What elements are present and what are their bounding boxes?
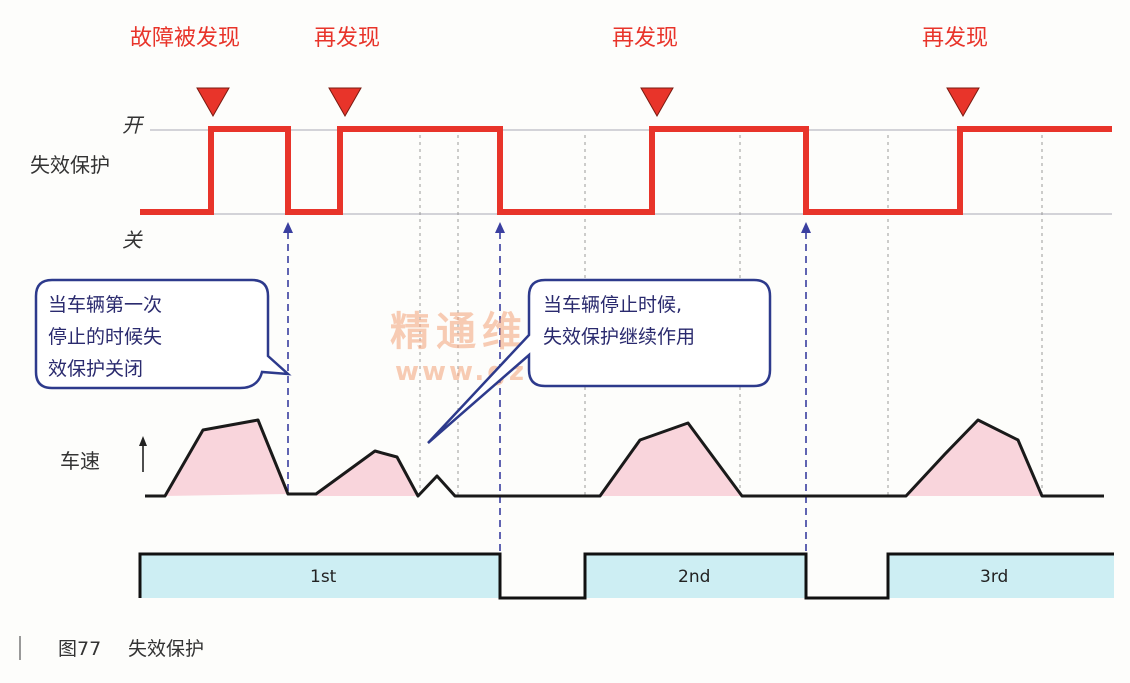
- callout-left-line-3: 效保护关闭: [48, 358, 143, 380]
- failsafe-label: 失效保护: [30, 153, 110, 177]
- trip-fills: [140, 554, 1114, 598]
- figure-number: 图77: [58, 638, 101, 660]
- event-label-redetection-3: 再发现: [922, 26, 988, 51]
- callout-right-line-2: 失效保护继续作用: [543, 326, 695, 348]
- callout-right-bubble: [427, 278, 772, 444]
- vehicle-speed-label: 车速: [60, 449, 100, 473]
- event-marker-icon: [196, 87, 230, 118]
- figure-title: 失效保护: [128, 638, 204, 660]
- callout-left-line-1: 当车辆第一次: [48, 294, 162, 316]
- callout-right-line-1: 当车辆停止时候,: [543, 294, 682, 316]
- failsafe-off-label: 关: [122, 228, 143, 252]
- callout-left: 当车辆第一次 停止的时候失 效保护关闭: [34, 278, 292, 390]
- failsafe-on-label: 开: [122, 113, 145, 137]
- trip-label-1: 1st: [310, 567, 337, 587]
- transition-arrows: [287, 232, 807, 600]
- event-marker-icon: [328, 87, 362, 118]
- event-label-redetection-1: 再发现: [314, 26, 380, 51]
- callout-left-bubble: [34, 278, 292, 390]
- event-label-redetection-2: 再发现: [612, 26, 678, 51]
- callout-right: 当车辆停止时候, 失效保护继续作用: [427, 278, 772, 444]
- event-marker-icon: [640, 87, 674, 118]
- trip-signal-line: [138, 552, 1114, 600]
- vehicle-speed-line: [145, 418, 1104, 498]
- failsafe-signal-line: [140, 126, 1112, 215]
- event-marker-icon: [946, 87, 980, 118]
- callout-left-line-2: 停止的时候失: [48, 326, 162, 348]
- trip-label-3: 3rd: [980, 567, 1008, 587]
- speed-fill: [165, 420, 1042, 496]
- event-label-first-detection: 故障被发现: [130, 26, 240, 51]
- arrow-up-icon: [283, 222, 293, 233]
- arrow-up-icon: [801, 222, 811, 233]
- speed-axis-arrow-icon: [139, 436, 147, 446]
- trip-label-2: 2nd: [678, 567, 710, 587]
- arrow-up-icon: [495, 222, 505, 233]
